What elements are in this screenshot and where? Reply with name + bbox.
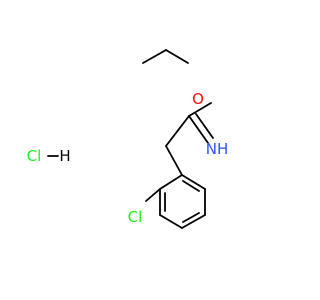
imine-nitrogen-label: NH: [206, 140, 229, 158]
bond-ethyl-ch2-o: [165, 49, 189, 64]
bond-ring-cl: [145, 188, 161, 202]
oxygen-label: O: [192, 90, 204, 108]
bond-ch2-ring: [165, 145, 183, 176]
bond-c-n-double-a: [188, 115, 209, 144]
bond-c-n-double-b: [195, 113, 214, 139]
bond-ring-6: [181, 174, 206, 190]
bond-ethyl-ch3-ch2: [142, 49, 167, 64]
bond-imidate-ch2: [165, 115, 190, 147]
bond-ring-4: [181, 214, 206, 229]
bond-ring-3: [159, 214, 183, 229]
salt-chlorine-label: Cl: [27, 147, 42, 165]
structure-canvas: O NH Cl Cl H: [27, 49, 229, 229]
bond-ring-inner-3: [182, 180, 200, 192]
salt-hydrogen-label: H: [59, 147, 70, 165]
bond-ring-1: [159, 174, 183, 190]
bond-o-imidate-carbon: [188, 102, 212, 117]
bond-lines: [47, 49, 214, 229]
chemical-structure-drawing: O NH Cl Cl H: [27, 49, 229, 229]
bond-ring-inner-2: [182, 212, 200, 223]
ring-chlorine-label: Cl: [128, 208, 143, 226]
